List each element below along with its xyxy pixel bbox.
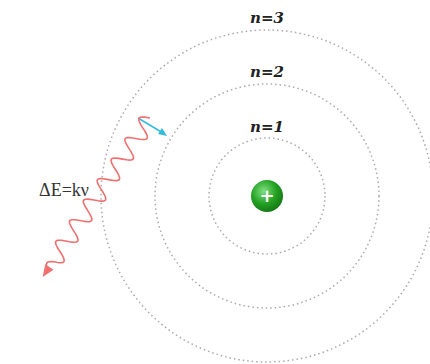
energy-formula: ΔE=kν (39, 181, 89, 199)
orbit-label: n=3 (250, 11, 284, 26)
electron-arrowhead (158, 128, 167, 136)
orbit-label: n=1 (250, 120, 284, 135)
orbit-label: n=2 (250, 65, 284, 80)
orbit-1 (209, 138, 325, 254)
orbit-2 (155, 84, 379, 308)
charge-sign: + (259, 187, 274, 205)
nucleus: + (251, 180, 283, 212)
photon-arrowhead (43, 264, 54, 277)
orbit-3 (101, 30, 430, 362)
